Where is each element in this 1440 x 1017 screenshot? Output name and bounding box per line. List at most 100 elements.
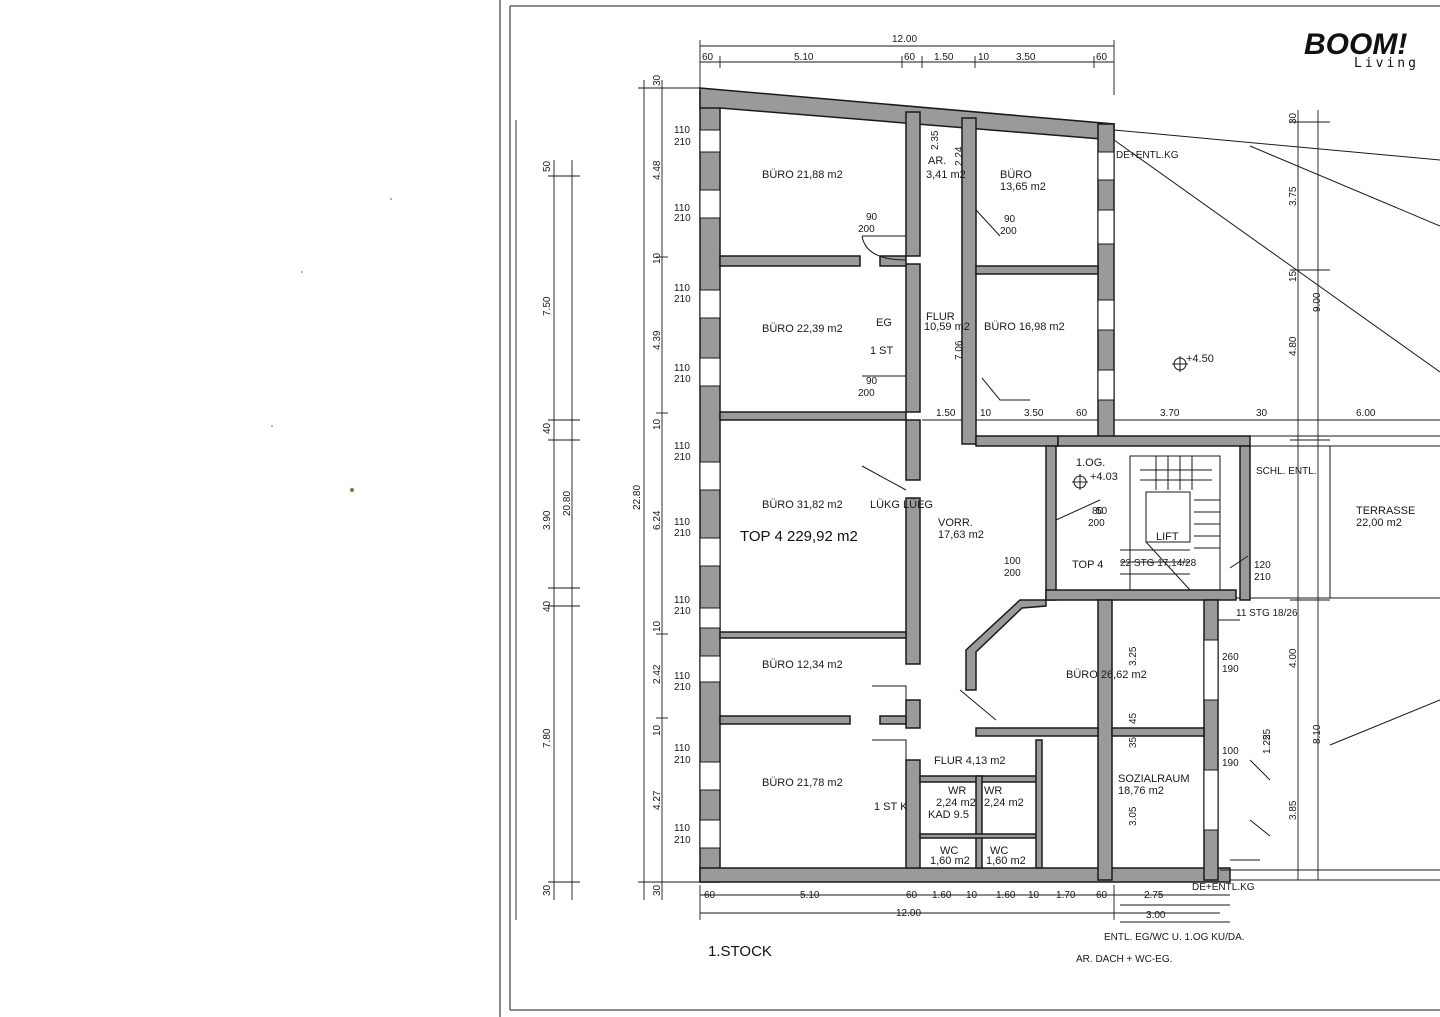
dim-mid-4: 3.70 — [1160, 408, 1180, 419]
room-ar-name: AR. — [928, 155, 946, 167]
st1k-label: 1 ST K — [874, 801, 908, 813]
dim-far-left-0: 50 — [542, 160, 553, 172]
dim-misc-8: 45 — [1128, 712, 1139, 724]
stg22-label: 22 STG 17,14/28 — [1120, 558, 1197, 569]
window-h-7: 210 — [674, 606, 691, 617]
dim-far-left-3: 3.90 — [542, 510, 553, 530]
dim-top-seg-6: 60 — [1096, 52, 1108, 63]
door-w-1: 90 — [866, 212, 878, 223]
de-entl-top-label: DE+ENTL.KG — [1116, 150, 1179, 161]
room-wr-1-area: 2,24 m2 — [936, 797, 976, 809]
dim-misc-5: 100 — [1222, 746, 1239, 757]
room-wc-2-area: 1,60 m2 — [986, 855, 1026, 867]
room-wr-1-name: WR — [948, 785, 966, 797]
room-buero-8: BÜRO 26,62 m2 — [1066, 669, 1147, 681]
dim-mid-6: 6.00 — [1356, 408, 1376, 419]
dim-right-1: 3.75 — [1288, 186, 1299, 206]
window-w-6: 110 — [674, 517, 690, 528]
door-h-6: 210 — [1254, 572, 1271, 583]
dim-far-left-4: 40 — [542, 600, 553, 612]
window-h-3: 210 — [674, 294, 691, 305]
room-buero-1: BÜRO 21,88 m2 — [762, 169, 843, 181]
room-wr-2-area: 2,24 m2 — [984, 797, 1024, 809]
dim-bottom-seg-2: 60 — [906, 890, 918, 901]
room-wc-1-name: WC — [940, 845, 958, 857]
window-h-4: 210 — [674, 374, 691, 385]
door-h-2: 200 — [1000, 226, 1017, 237]
level-markers — [1072, 356, 1188, 490]
dim-right-0: 30 — [1288, 112, 1299, 124]
unit-label: TOP 4 229,92 m2 — [740, 528, 858, 545]
room-buero-6-name: BÜRO — [1000, 169, 1032, 181]
room-buero-5: BÜRO 21,78 m2 — [762, 777, 843, 789]
dim-right-5: 4.00 — [1288, 648, 1299, 668]
room-vorr-area: 17,63 m2 — [938, 529, 984, 541]
stg11-label: 11 STG 18/26 — [1236, 608, 1298, 619]
dim-misc-2: 7.06 — [954, 340, 965, 360]
dim-top-total: 12.00 — [892, 34, 917, 45]
entl-label: ENTL. EG/WC U. 1.OG KU/DA. — [1104, 932, 1245, 943]
dim-mid-3: 60 — [1076, 408, 1088, 419]
window-w-8: 110 — [674, 671, 690, 682]
dim-top-seg-1: 5.10 — [794, 52, 814, 63]
floor-title: 1.STOCK — [708, 943, 772, 960]
walls — [699, 87, 1251, 883]
dim-misc-3: 260 — [1222, 652, 1239, 663]
dim-right-3: 4.80 — [1288, 336, 1299, 356]
ar-dach-label: AR. DACH + WC-EG. — [1076, 954, 1172, 965]
dim-bottom-seg-5: 1.60 — [996, 890, 1016, 901]
window-w-7: 110 — [674, 595, 690, 606]
window-w-10: 110 — [674, 823, 690, 834]
dim-left-seg-1: 4.48 — [652, 160, 663, 180]
room-wc-1-area: 1,60 m2 — [930, 855, 970, 867]
dim-mid-2: 3.50 — [1024, 408, 1044, 419]
door-w-5: 100 — [1004, 556, 1021, 567]
dim-mid-5: 30 — [1256, 408, 1268, 419]
dim-right-7: 1.25 — [1262, 734, 1273, 754]
dim-left-seg-3: 4.39 — [652, 330, 663, 350]
terrace-lines — [1113, 129, 1440, 871]
dim-misc-11: 3.05 — [1128, 806, 1139, 826]
room-ar-area: 3,41 m2 — [926, 169, 966, 181]
door-w-6: 120 — [1254, 560, 1271, 571]
dim-bottom-seg-4: 10 — [966, 890, 978, 901]
window-w-1: 110 — [674, 125, 690, 136]
window-h-2: 210 — [674, 213, 691, 224]
dim-bottom-seg-3: 1.60 — [932, 890, 952, 901]
dim-left-seg-6: 10 — [652, 620, 663, 632]
dim-far-left-2: 40 — [542, 422, 553, 434]
door-swings — [861, 209, 1271, 837]
dim-mid-0: 1.50 — [936, 408, 956, 419]
dim-left-seg-4: 10 — [652, 418, 663, 430]
room-vorr-name: VORR. — [938, 517, 973, 529]
door-h-1: 200 — [858, 224, 875, 235]
window-h-8: 210 — [674, 682, 691, 693]
room-flur-1-area: 10,59 m2 — [924, 321, 970, 333]
room-flur-1-name: FLUR — [926, 311, 955, 323]
de-entl-bottom-label: DE+ENTL.KG — [1192, 882, 1255, 893]
room-sozialraum-name: SOZIALRAUM — [1118, 773, 1190, 785]
door-h-3: 200 — [858, 388, 875, 399]
room-buero-6-area: 13,65 m2 — [1000, 181, 1046, 193]
lift-label: LIFT — [1156, 531, 1179, 543]
schl-label: SCHL. ENTL. — [1256, 466, 1317, 477]
dim-far-left-7: 20.80 — [562, 491, 573, 516]
room-labels: BÜRO 21,88 m2 BÜRO 22,39 m2 BÜRO 31,82 m… — [708, 150, 1415, 965]
dim-far-left-1: 7.50 — [542, 296, 553, 316]
dim-bottom-seg-7: 1.70 — [1056, 890, 1076, 901]
dim-left-seg-8: 10 — [652, 724, 663, 736]
room-wc-2-name: WC — [990, 845, 1008, 857]
dim-bottom-seg-9: 2.75 — [1144, 890, 1164, 901]
dim-bottom-total: 12.00 — [896, 908, 921, 919]
dim-right-4: 9.00 — [1312, 292, 1323, 312]
door-h-5: 200 — [1004, 568, 1021, 579]
window-h-10: 210 — [674, 835, 691, 846]
lueg-label: LÜKG LÜEG — [870, 499, 933, 511]
window-w-9: 110 — [674, 743, 690, 754]
room-buero-7: BÜRO 16,98 m2 — [984, 321, 1065, 333]
dim-left-seg-2: 10 — [652, 252, 663, 264]
room-flur-2: FLUR 4,13 m2 — [934, 755, 1006, 767]
brand-name: BOOM! — [1304, 28, 1407, 61]
room-buero-3: BÜRO 31,82 m2 — [762, 499, 843, 511]
